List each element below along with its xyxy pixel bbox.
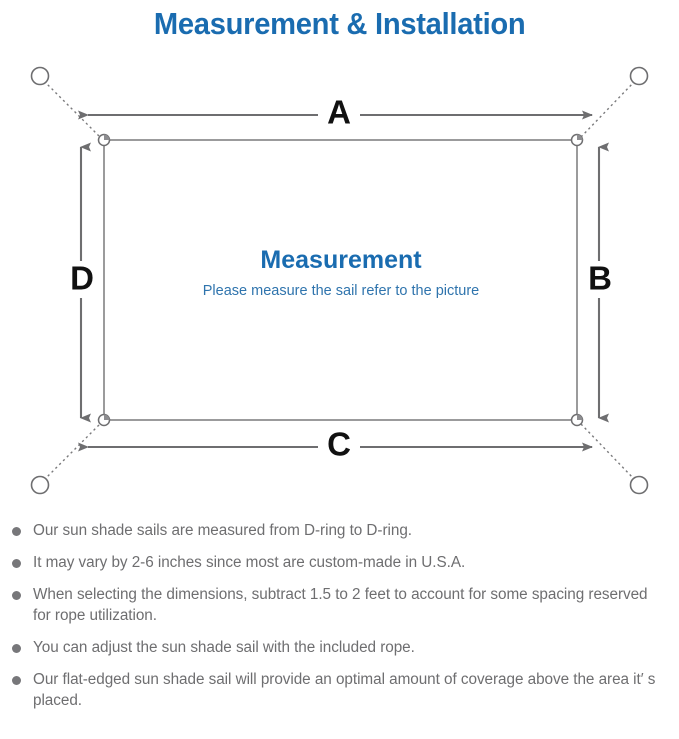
diagram-container: A C D B Measurement Please measure the s… <box>0 48 679 518</box>
d-ring-top-right-fill <box>577 134 583 140</box>
dimension-label-d: D <box>70 260 94 297</box>
anchor-bottom-left-icon <box>30 475 50 495</box>
title-bar: Measurement & Installation <box>0 0 679 48</box>
bullet-icon <box>12 676 21 685</box>
list-item: Our sun shade sails are measured from D-… <box>0 520 679 541</box>
d-ring-bottom-left-fill <box>104 414 110 420</box>
list-item: Our flat-edged sun shade sail will provi… <box>0 669 679 711</box>
list-item: When selecting the dimensions, subtract … <box>0 584 679 626</box>
d-ring-shadows-group <box>104 134 583 420</box>
list-item: It may vary by 2-6 inches since most are… <box>0 552 679 573</box>
list-item-label: Our sun shade sails are measured from D-… <box>33 522 412 539</box>
bullet-icon <box>12 644 21 653</box>
list-item-label: When selecting the dimensions, subtract … <box>33 586 648 624</box>
dimension-label-b: B <box>588 260 612 297</box>
list-item-label: You can adjust the sun shade sail with t… <box>33 639 415 656</box>
d-ring-top-left-fill <box>104 134 110 140</box>
rope-line-top-right <box>580 80 636 138</box>
list-item: You can adjust the sun shade sail with t… <box>0 637 679 658</box>
bullet-icon <box>12 527 21 536</box>
rope-line-top-left <box>43 80 101 138</box>
rope-line-bottom-right <box>580 423 636 481</box>
list-item-label: It may vary by 2-6 inches since most are… <box>33 554 466 571</box>
anchor-bottom-right-icon <box>629 475 649 495</box>
d-ring-bottom-right-fill <box>577 414 583 420</box>
diagram-center-subtitle: Please measure the sail refer to the pic… <box>203 283 479 299</box>
anchor-top-right-icon <box>629 66 649 86</box>
rope-lines-group <box>43 80 636 481</box>
dimension-label-c: C <box>327 426 351 463</box>
anchor-top-left-icon <box>30 66 50 86</box>
anchor-circles-group <box>30 66 649 495</box>
rope-line-bottom-left <box>43 423 101 481</box>
bullet-icon <box>12 591 21 600</box>
notes-list: Our sun shade sails are measured from D-… <box>0 520 679 739</box>
bullet-icon <box>12 559 21 568</box>
sail-measurement-diagram: A C D B Measurement Please measure the s… <box>30 66 649 495</box>
dimension-label-a: A <box>327 94 351 131</box>
page-title: Measurement & Installation <box>153 6 526 41</box>
sail-shape <box>103 139 578 421</box>
list-item-label: Our flat-edged sun shade sail will provi… <box>33 671 656 709</box>
diagram-center-title: Measurement <box>260 246 422 274</box>
